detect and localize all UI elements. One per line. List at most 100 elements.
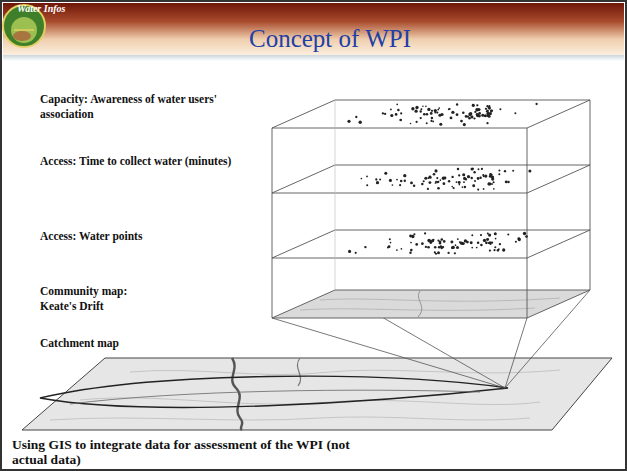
data-point (409, 252, 411, 254)
data-point (474, 180, 476, 182)
data-point (382, 112, 384, 114)
data-point (494, 246, 496, 248)
data-point (478, 168, 480, 170)
data-point (438, 181, 440, 183)
data-point (477, 108, 480, 111)
data-point (455, 244, 457, 246)
data-point (396, 249, 398, 251)
data-point (436, 112, 438, 114)
data-point (389, 238, 391, 240)
data-point (498, 173, 500, 175)
slide-caption: Using GIS to integrate data for assessme… (12, 437, 364, 467)
data-point (480, 244, 483, 247)
data-point (465, 115, 468, 118)
data-point (456, 246, 459, 249)
data-point (497, 249, 499, 251)
data-point (375, 178, 377, 180)
data-point (410, 123, 412, 125)
data-point (440, 246, 443, 249)
data-point (396, 179, 398, 181)
data-point (499, 243, 501, 245)
data-point (438, 246, 441, 249)
data-point (483, 188, 485, 190)
data-point (426, 113, 429, 116)
data-point (433, 173, 436, 176)
data-point (525, 235, 528, 238)
data-point (457, 168, 460, 171)
data-point (427, 177, 429, 179)
data-point (502, 248, 505, 251)
data-point (456, 181, 458, 183)
data-point (421, 242, 424, 245)
data-point (435, 182, 437, 184)
data-point (384, 172, 387, 175)
data-point (425, 105, 427, 107)
community-map (272, 290, 590, 318)
data-point (461, 242, 464, 245)
data-point (438, 107, 440, 109)
data-point (410, 242, 412, 244)
data-point (429, 176, 432, 179)
data-point (464, 186, 466, 188)
data-point (404, 180, 406, 182)
data-point (389, 179, 392, 182)
data-point (490, 111, 492, 113)
data-point (463, 123, 466, 126)
data-point (479, 177, 481, 179)
data-point (401, 248, 403, 250)
data-point (413, 185, 415, 187)
data-point (449, 108, 451, 110)
data-point (443, 182, 446, 185)
data-point (436, 177, 438, 179)
data-point (421, 183, 424, 186)
data-point (477, 189, 479, 191)
data-point (376, 181, 379, 184)
data-point (456, 103, 458, 105)
data-point (471, 234, 473, 236)
data-point (505, 180, 508, 183)
data-point (485, 108, 487, 110)
data-point (473, 171, 475, 173)
data-point (359, 121, 362, 124)
data-point (431, 117, 434, 120)
data-point (486, 105, 488, 107)
data-point (512, 170, 514, 172)
data-point (366, 176, 368, 178)
data-point (399, 184, 401, 186)
data-point (483, 239, 486, 242)
data-point (487, 182, 490, 185)
data-point (494, 232, 497, 235)
data-point (473, 117, 475, 119)
layer-label: Community map: Keate's Drift (40, 284, 152, 314)
data-point (486, 112, 489, 115)
data-point (462, 173, 465, 176)
data-point (440, 179, 442, 181)
data-point (395, 113, 398, 116)
data-point (415, 243, 418, 246)
data-point (450, 116, 453, 119)
data-point (464, 239, 467, 242)
data-point (484, 114, 487, 117)
data-point (472, 105, 474, 107)
data-point (489, 108, 491, 110)
data-point (416, 121, 418, 123)
data-point (478, 112, 481, 115)
data-point (480, 234, 482, 236)
data-point (457, 238, 459, 240)
data-point (458, 184, 460, 186)
data-point (392, 184, 394, 186)
data-points (347, 103, 537, 255)
data-point (456, 113, 459, 116)
data-point (420, 117, 422, 119)
data-point (452, 246, 455, 249)
data-point (478, 115, 481, 118)
data-point (450, 241, 453, 244)
logo-text: Water Infos (17, 2, 65, 15)
projection-lines (272, 290, 590, 388)
data-point (420, 108, 422, 110)
layer-stack (272, 100, 590, 318)
data-point (477, 241, 480, 244)
data-point (491, 242, 493, 244)
